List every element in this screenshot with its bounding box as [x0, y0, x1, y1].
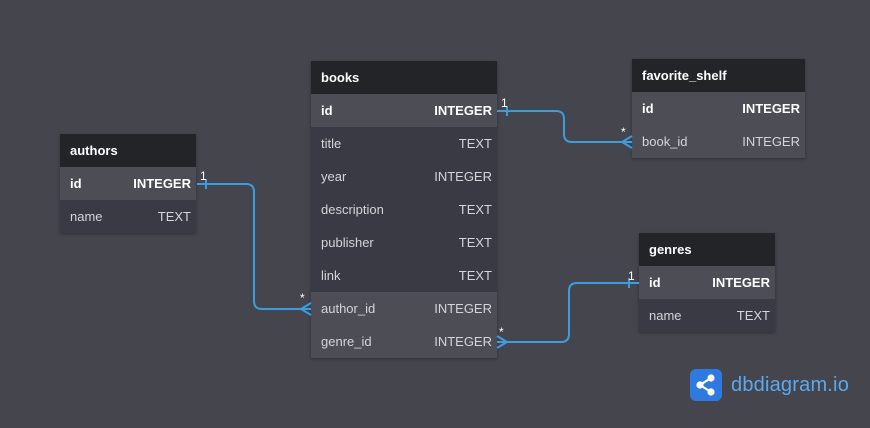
field-type: TEXT — [736, 308, 770, 323]
field-row-books-publisher[interactable]: publisher TEXT — [311, 226, 497, 259]
field-name: link — [321, 268, 341, 283]
field-row-books-link[interactable]: link TEXT — [311, 259, 497, 292]
cardinality-one: 1 — [200, 169, 207, 183]
field-name: author_id — [321, 301, 376, 316]
brand-watermark[interactable]: dbdiagram.io — [690, 369, 849, 401]
field-name: id — [642, 101, 654, 116]
field-row-authors-id[interactable]: id INTEGER — [60, 167, 196, 200]
share-nodes-icon — [690, 369, 722, 401]
field-type: TEXT — [157, 209, 191, 224]
cardinality-one: 1 — [628, 269, 635, 283]
field-name: book_id — [642, 134, 688, 149]
table-authors[interactable]: authors id INTEGER name TEXT — [60, 134, 196, 233]
field-name: publisher — [321, 235, 374, 250]
field-name: name — [70, 209, 103, 224]
relationship-books-favorite-shelf[interactable]: 1 * — [497, 96, 633, 149]
field-name: id — [321, 103, 333, 118]
field-name: id — [70, 176, 82, 191]
table-header-favorite-shelf[interactable]: favorite_shelf — [632, 59, 805, 92]
field-row-favorite-shelf-id[interactable]: id INTEGER — [632, 92, 805, 125]
field-row-books-description[interactable]: description TEXT — [311, 193, 497, 226]
field-name: title — [321, 136, 342, 151]
field-name: genre_id — [321, 334, 372, 349]
field-row-books-title[interactable]: title TEXT — [311, 127, 497, 160]
cardinality-many: * — [499, 325, 504, 339]
field-type: INTEGER — [434, 334, 492, 349]
field-type: INTEGER — [434, 301, 492, 316]
field-type: INTEGER — [742, 134, 800, 149]
field-row-favorite-shelf-book-id[interactable]: book_id INTEGER — [632, 125, 805, 158]
field-row-authors-name[interactable]: name TEXT — [60, 200, 196, 233]
table-header-genres[interactable]: genres — [639, 233, 775, 266]
field-type: INTEGER — [712, 275, 770, 290]
field-name: name — [649, 308, 682, 323]
table-genres[interactable]: genres id INTEGER name TEXT — [639, 233, 775, 332]
field-type: INTEGER — [133, 176, 191, 191]
cardinality-many: * — [300, 291, 305, 305]
field-type: TEXT — [458, 202, 492, 217]
cardinality-many: * — [621, 125, 626, 139]
field-row-books-author-id[interactable]: author_id INTEGER — [311, 292, 497, 325]
field-type: INTEGER — [434, 103, 492, 118]
table-header-books[interactable]: books — [311, 61, 497, 94]
cardinality-one: 1 — [501, 96, 508, 110]
field-row-books-year[interactable]: year INTEGER — [311, 160, 497, 193]
field-type: INTEGER — [434, 169, 492, 184]
field-name: id — [649, 275, 661, 290]
field-type: TEXT — [458, 235, 492, 250]
field-type: TEXT — [458, 136, 492, 151]
field-type: TEXT — [458, 268, 492, 283]
brand-name: dbdiagram.io — [731, 373, 850, 396]
table-header-authors[interactable]: authors — [60, 134, 196, 167]
field-name: year — [321, 169, 347, 184]
field-row-genres-id[interactable]: id INTEGER — [639, 266, 775, 299]
table-favorite-shelf[interactable]: favorite_shelf id INTEGER book_id INTEGE… — [632, 59, 805, 158]
field-type: INTEGER — [742, 101, 800, 116]
field-name: description — [321, 202, 384, 217]
table-books[interactable]: books id INTEGER title TEXT year INTEGER… — [311, 61, 497, 358]
relationship-genres-books[interactable]: 1 * — [496, 269, 639, 349]
relationship-authors-books[interactable]: 1 * — [197, 169, 312, 316]
field-row-genres-name[interactable]: name TEXT — [639, 299, 775, 332]
field-row-books-id[interactable]: id INTEGER — [311, 94, 497, 127]
field-row-books-genre-id[interactable]: genre_id INTEGER — [311, 325, 497, 358]
